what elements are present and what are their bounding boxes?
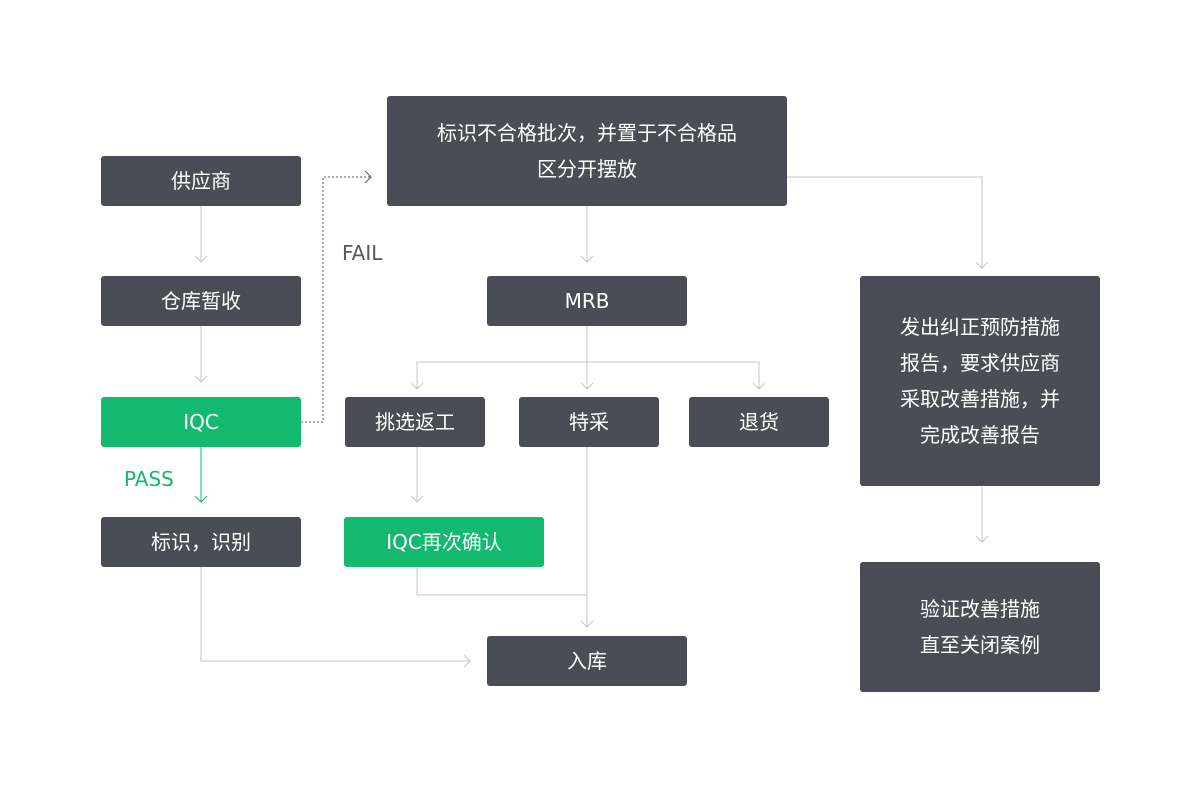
arrow-iqc-pass-to-mark (194, 447, 208, 503)
mrb-node: MRB (487, 276, 687, 326)
corrective-report-line-2: 报告，要求供应商 (900, 351, 1060, 375)
warehousing-node: 入库 (487, 636, 687, 686)
arrow-special-to-warehousing (580, 447, 594, 628)
verify-close-node: 验证改善措施 直至关闭案例 (860, 562, 1100, 692)
iqc-reconfirm-node: IQC再次确认 (344, 517, 544, 567)
arrow-iqc-fail-to-nonconforming (301, 170, 372, 423)
pass-label: PASS (124, 467, 174, 491)
warehousing-label: 入库 (567, 649, 607, 673)
nonconforming-line-1: 标识不合格批次，并置于不合格品 (437, 121, 737, 145)
verify-close-line-2: 直至关闭案例 (920, 633, 1040, 657)
arrow-mrb-branches (410, 326, 766, 390)
corrective-report-line-3: 采取改善措施，并 (900, 387, 1060, 411)
iqc-label: IQC (183, 410, 219, 434)
arrow-nonconforming-to-corrective-report (787, 176, 989, 269)
corrective-report-line-1: 发出纠正预防措施 (900, 315, 1060, 339)
sort-rework-label: 挑选返工 (375, 410, 455, 434)
supplier-label: 供应商 (171, 169, 231, 193)
arrow-mark-to-warehousing (200, 567, 471, 668)
mark-identify-node: 标识，识别 (101, 517, 301, 567)
iqc-reconfirm-label: IQC再次确认 (386, 530, 502, 554)
nonconforming-line-2: 区分开摆放 (537, 157, 637, 181)
corrective-report-line-4: 完成改善报告 (920, 423, 1040, 447)
arrow-reconfirm-to-warehousing (416, 567, 587, 596)
nonconforming-node: 标识不合格批次，并置于不合格品 区分开摆放 (387, 96, 787, 206)
mrb-label: MRB (564, 289, 610, 313)
arrow-rework-to-reconfirm (410, 447, 424, 503)
corrective-report-node: 发出纠正预防措施 报告，要求供应商 采取改善措施，并 完成改善报告 (860, 276, 1100, 486)
special-purchase-label: 特采 (569, 410, 609, 434)
arrow-warehouse-to-iqc (194, 326, 208, 383)
supplier-node: 供应商 (101, 156, 301, 206)
return-goods-label: 退货 (739, 410, 779, 434)
sort-rework-node: 挑选返工 (345, 397, 485, 447)
return-goods-node: 退货 (689, 397, 829, 447)
iqc-node: IQC (101, 397, 301, 447)
verify-close-line-1: 验证改善措施 (920, 597, 1040, 621)
warehouse-temp-node: 仓库暂收 (101, 276, 301, 326)
fail-label: FAIL (342, 241, 383, 265)
special-purchase-node: 特采 (519, 397, 659, 447)
warehouse-temp-label: 仓库暂收 (161, 289, 241, 313)
arrow-report-to-verify (975, 487, 989, 543)
mark-identify-label: 标识，识别 (151, 530, 251, 554)
arrow-nonconforming-to-mrb (580, 206, 594, 263)
arrow-supplier-to-warehouse (194, 206, 208, 263)
